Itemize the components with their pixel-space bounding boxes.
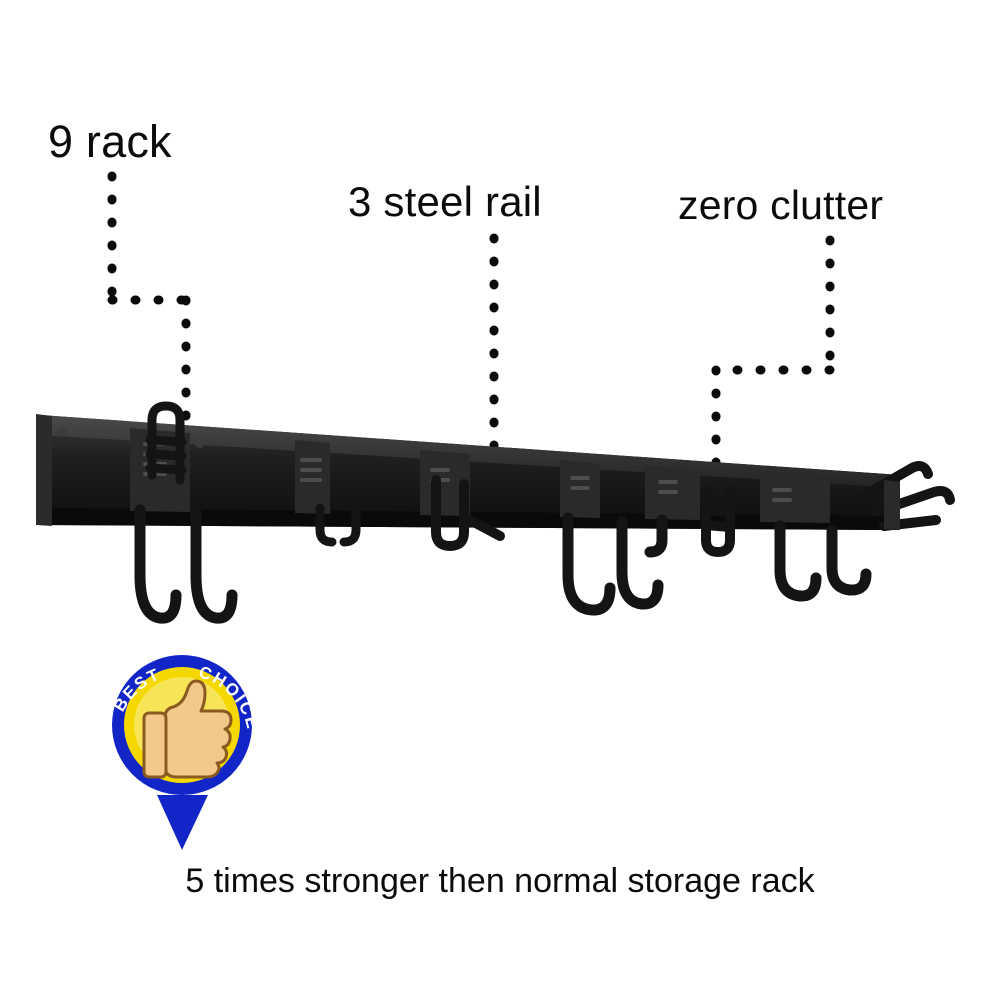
rack-bracket-left	[145, 401, 187, 485]
rack-bracket-right	[701, 485, 735, 558]
callout-label-9-rack: 9 rack	[48, 116, 172, 167]
rail-right-endcap	[884, 480, 900, 530]
callout-label-zero-clutter: zero clutter	[678, 182, 884, 228]
mount-screw-mid	[195, 438, 205, 448]
rack-bracket-middle	[431, 475, 505, 552]
best-choice-badge: BEST CHOICE	[110, 655, 261, 850]
rack-hooks-right	[774, 520, 872, 602]
rail-left-endcap	[36, 414, 52, 526]
badge-pin-tail	[157, 795, 208, 850]
mount-screw-left	[57, 427, 67, 437]
rack-hooks-left	[134, 504, 238, 624]
callout-label-3-steel-rail: 3 steel rail	[348, 178, 542, 225]
rack-hooks-middle	[562, 512, 668, 616]
bottom-caption: 5 times stronger then normal storage rac…	[185, 862, 815, 900]
rack-hook-small-1	[315, 503, 361, 547]
storage-rack-product-image	[36, 401, 955, 624]
thumbs-up-icon	[142, 679, 233, 779]
